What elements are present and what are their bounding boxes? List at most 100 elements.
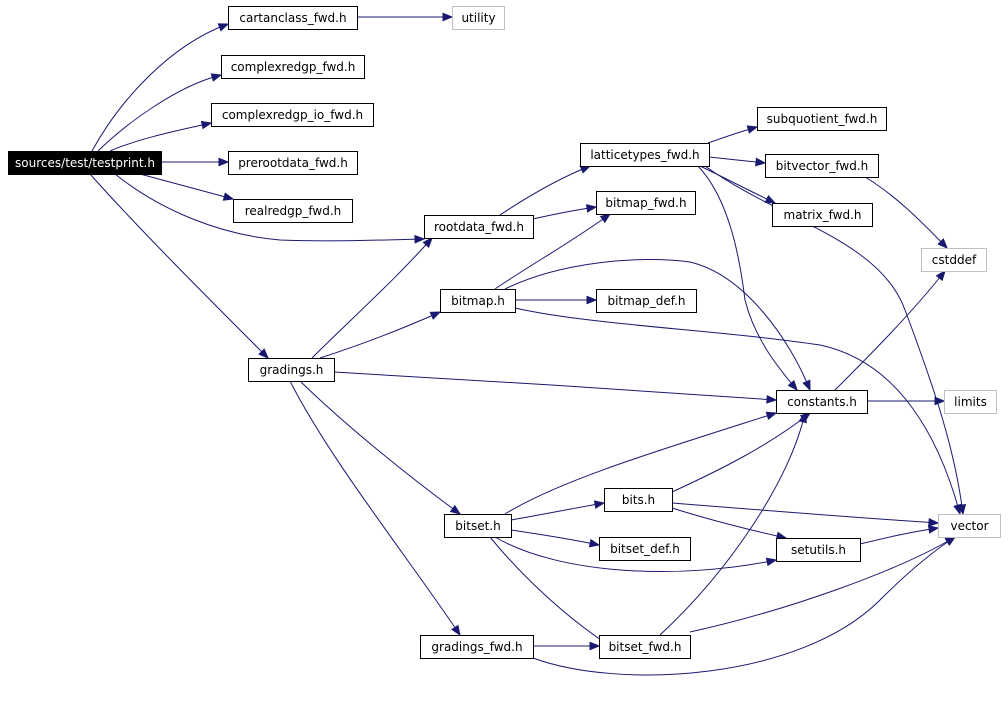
node-bitset[interactable]: bitset.h (444, 514, 512, 538)
edge-arrowhead-setutils-to-vector (927, 525, 940, 534)
node-bitvector-fwd[interactable]: bitvector_fwd.h (765, 154, 879, 178)
node-box-prerootdata-fwd (228, 151, 358, 175)
node-label-bitset-fwd: bitset_fwd.h (609, 640, 682, 654)
node-bitmap-def[interactable]: bitmap_def.h (596, 289, 697, 313)
node-subquotient-fwd[interactable]: subquotient_fwd.h (757, 107, 887, 131)
node-label-bitmap-def: bitmap_def.h (607, 294, 685, 308)
edge-arrowhead-testprint-to-cartanclass_fwd (217, 23, 230, 32)
edge-arrowhead-testprint-to-gradings (258, 348, 269, 359)
edge-bitmap-to-constants (504, 258, 811, 392)
node-matrix-fwd[interactable]: matrix_fwd.h (772, 203, 873, 227)
node-constants[interactable]: constants.h (776, 390, 868, 414)
edge-line-bitmap-to-constants (504, 258, 811, 391)
node-bits[interactable]: bits.h (604, 488, 673, 512)
node-label-bitmap-fwd: bitmap_fwd.h (605, 196, 686, 210)
node-realredgp-fwd[interactable]: realredgp_fwd.h (233, 199, 353, 223)
node-rootdata-fwd[interactable]: rootdata_fwd.h (424, 215, 534, 239)
edge-line-gradings-to-bitmap (319, 311, 441, 359)
node-bitmap-fwd[interactable]: bitmap_fwd.h (596, 191, 696, 215)
edge-latticetypes_fwd-to-bitvector_fwd (708, 156, 767, 167)
edge-setutils-to-vector (859, 525, 940, 545)
node-gradings-fwd[interactable]: gradings_fwd.h (420, 635, 534, 659)
edge-arrowhead-latticetypes_fwd-to-matrix_fwd (764, 194, 777, 204)
edge-line-gradings-to-rootdata_fwd (311, 237, 433, 359)
edge-line-testprint-to-gradings (89, 173, 269, 359)
edge-arrowhead-bitset-to-bits (593, 500, 606, 509)
edge-constants-to-cstddef (834, 269, 946, 391)
edge-line-setutils-to-vector (859, 527, 939, 545)
node-bitmap[interactable]: bitmap.h (440, 289, 516, 313)
edge-line-bitmap-to-bitmap_fwd (494, 213, 611, 290)
edge-line-bitset-to-bitset_def (510, 529, 600, 546)
node-bitset-fwd[interactable]: bitset_fwd.h (599, 635, 691, 659)
node-label-limits: limits (954, 395, 987, 409)
node-prerootdata-fwd[interactable]: prerootdata_fwd.h (228, 151, 358, 175)
edge-arrowhead-gradings-to-constants (766, 394, 778, 404)
edge-arrowhead-gradings-to-rootdata_fwd (422, 236, 433, 248)
node-complexredgp-io-fwd[interactable]: complexredgp_io_fwd.h (211, 103, 374, 127)
edge-rootdata_fwd-to-bitmap_fwd (532, 204, 598, 220)
edge-line-testprint-to-cartanclass_fwd (91, 23, 229, 152)
edge-line-bitset_fwd-to-constants (659, 412, 806, 636)
node-box-complexredgp-io-fwd (211, 103, 374, 127)
node-label-bitset: bitset.h (455, 519, 500, 533)
node-box-utility (452, 6, 505, 30)
edge-bitmap-to-vector (514, 307, 962, 516)
node-vector[interactable]: vector (938, 514, 1001, 538)
node-label-utility: utility (461, 11, 495, 25)
edge-line-bitset-to-bits (510, 502, 605, 521)
node-testprint[interactable]: sources/test/testprint.h (8, 151, 162, 175)
edge-cartanclass_fwd-to-utility (357, 12, 454, 22)
node-limits[interactable]: limits (944, 390, 997, 414)
node-box-bitmap-def (596, 289, 697, 313)
node-gradings[interactable]: gradings.h (248, 358, 335, 382)
node-label-bitmap: bitmap.h (451, 294, 505, 308)
node-utility[interactable]: utility (452, 6, 505, 30)
edge-arrowhead-cartanclass_fwd-to-utility (442, 12, 454, 22)
node-box-bitset (444, 514, 512, 538)
node-setutils[interactable]: setutils.h (776, 538, 861, 562)
edge-arrowhead-testprint-to-realredgp_fwd (222, 192, 235, 201)
edge-line-bitset-to-setutils (494, 536, 777, 573)
edge-bitset_fwd-to-constants (659, 411, 807, 636)
node-cstddef[interactable]: cstddef (921, 248, 987, 272)
node-label-matrix-fwd: matrix_fwd.h (784, 208, 862, 222)
node-latticetypes-fwd[interactable]: latticetypes_fwd.h (580, 143, 710, 167)
node-label-cartanclass-fwd: cartanclass_fwd.h (239, 11, 346, 25)
node-box-gradings (248, 358, 335, 382)
edge-latticetypes_fwd-to-subquotient_fwd (707, 125, 759, 144)
edge-arrowhead-latticetypes_fwd-to-bitvector_fwd (755, 157, 767, 167)
node-complexredgp-fwd[interactable]: complexredgp_fwd.h (221, 55, 365, 79)
edge-arrowhead-testprint-to-complexredgp_io_fwd (200, 120, 213, 130)
edge-arrowhead-constants-to-limits (934, 396, 946, 406)
node-cartanclass-fwd[interactable]: cartanclass_fwd.h (228, 6, 358, 30)
edge-gradings_fwd-to-bitset_fwd (533, 641, 601, 651)
node-bitset-def[interactable]: bitset_def.h (599, 537, 691, 561)
node-box-setutils (776, 538, 861, 562)
edge-arrowhead-bits-to-vector (928, 518, 940, 527)
node-box-bits (604, 488, 673, 512)
node-box-vector (938, 514, 1001, 538)
node-box-limits (944, 390, 997, 414)
node-label-constants: constants.h (787, 395, 857, 409)
edge-line-gradings-to-gradings_fwd (289, 380, 461, 636)
edge-gradings_fwd-to-vector (532, 536, 957, 676)
edge-line-bitset_fwd-to-vector (689, 536, 956, 633)
edge-line-gradings-to-constants (333, 371, 777, 401)
edge-bits-to-setutils (671, 507, 788, 541)
edge-arrowhead-bitmap-to-bitmap_fwd (599, 213, 612, 224)
edge-bits-to-vector (671, 502, 940, 527)
node-label-complexredgp-io-fwd: complexredgp_io_fwd.h (222, 108, 363, 122)
node-box-realredgp-fwd (233, 199, 353, 223)
edge-arrowhead-rootdata_fwd-to-bitmap_fwd (585, 204, 598, 213)
node-box-complexredgp-fwd (221, 55, 365, 79)
edge-latticetypes_fwd-to-constants (697, 165, 798, 392)
node-box-cstddef (921, 248, 987, 272)
edge-line-bits-to-vector (671, 502, 939, 524)
node-label-rootdata-fwd: rootdata_fwd.h (434, 220, 524, 234)
edge-arrowhead-bitmap-to-vector (953, 503, 962, 516)
edge-line-bitvector_fwd-to-cstddef (864, 176, 948, 249)
node-label-bitset-def: bitset_def.h (610, 542, 680, 556)
edge-line-bitmap-to-vector (514, 307, 961, 515)
node-label-bitvector-fwd: bitvector_fwd.h (776, 159, 869, 173)
